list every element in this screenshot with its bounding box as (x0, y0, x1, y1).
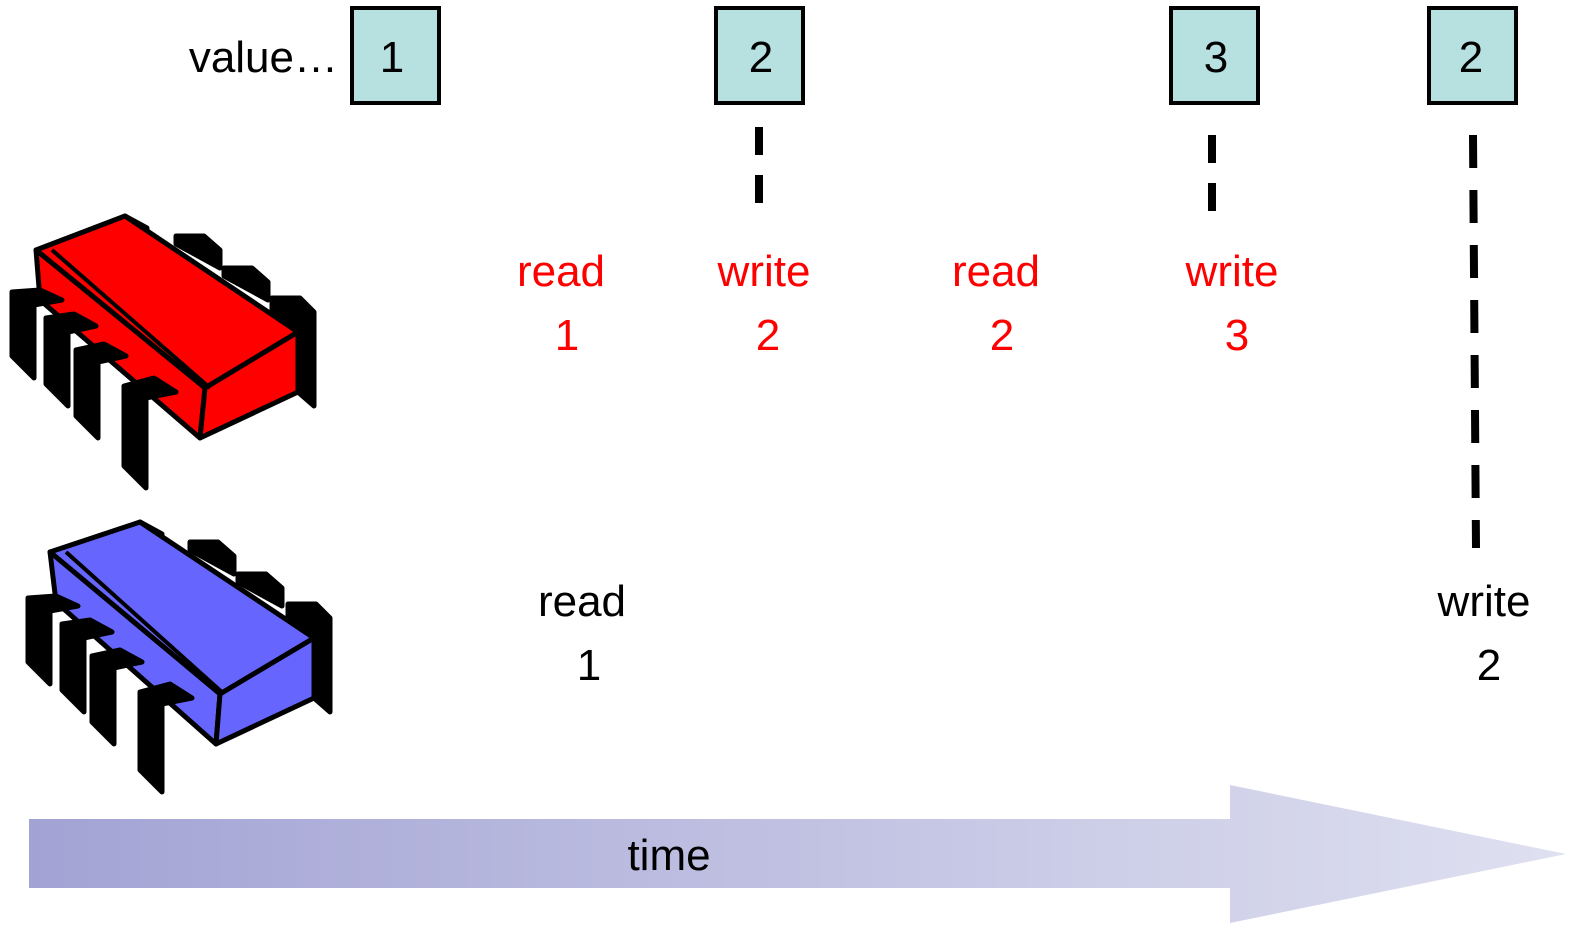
cpu1-op: read 1 (517, 247, 605, 360)
op-name: write (717, 247, 811, 296)
chip-icon (9, 213, 317, 491)
value-box-text: 2 (1459, 33, 1483, 82)
op-value: 2 (1477, 641, 1501, 690)
cpu2-op: write 2 (1437, 577, 1531, 690)
op-value: 2 (756, 311, 780, 360)
op-value: 1 (577, 641, 601, 690)
op-name: write (1185, 247, 1279, 296)
op-value: 2 (990, 311, 1014, 360)
value-box: 3 (1169, 6, 1260, 105)
value-box-text: 3 (1204, 33, 1228, 82)
cpu1-op: write 2 (717, 247, 811, 360)
value-box: 1 (350, 6, 441, 105)
op-name: write (1437, 577, 1531, 626)
op-value: 3 (1225, 311, 1249, 360)
cpu1-op: read 2 (952, 247, 1040, 360)
time-label: time (627, 831, 710, 880)
value-box: 2 (714, 6, 805, 105)
dashed-connector (1469, 134, 1480, 549)
value-box: 2 (1427, 6, 1518, 105)
op-name: read (952, 247, 1040, 296)
value-label: value… (189, 33, 338, 82)
cpu2-op: read 1 (538, 577, 626, 690)
cpu1-op: write 3 (1185, 247, 1279, 360)
chip-icon (25, 519, 333, 795)
value-box-text: 1 (380, 33, 404, 82)
op-name: read (538, 577, 626, 626)
op-name: read (517, 247, 605, 296)
value-box-text: 2 (749, 33, 773, 82)
op-value: 1 (555, 311, 579, 360)
time-arrow: time (29, 785, 1566, 923)
